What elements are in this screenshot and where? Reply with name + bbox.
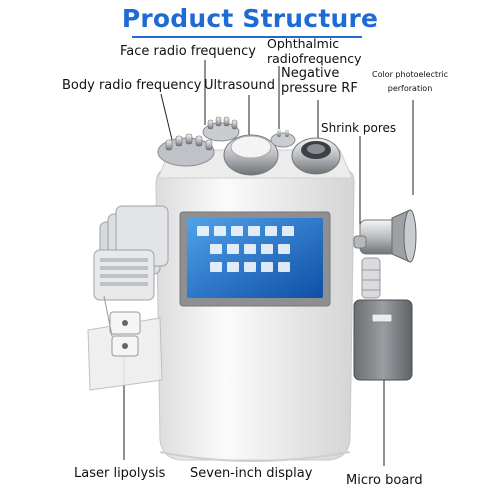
page-title: Product Structure — [121, 4, 379, 33]
label-ultrasound: Ultrasound — [204, 78, 275, 93]
label-body-rf: Body radio frequency — [62, 78, 202, 93]
title-underline — [132, 36, 362, 38]
label-ophthalmic-line2: radiofrequency — [267, 51, 362, 66]
label-ophthalmic-rf: Ophthalmic radiofrequency — [267, 36, 362, 66]
label-color-line1: Color photoelectric — [372, 70, 449, 79]
micro-board-pad — [353, 299, 413, 381]
label-negative-line2: pressure RF — [281, 81, 358, 96]
label-laser-lipolysis: Laser lipolysis — [74, 466, 166, 481]
label-negative-pressure-rf: Negative pressure RF — [281, 66, 358, 96]
label-seven-inch-display: Seven-inch display — [190, 466, 313, 481]
laser-lipolysis-pads — [87, 205, 169, 391]
body-rf-handpiece — [157, 133, 215, 167]
label-negative-line1: Negative — [281, 66, 340, 81]
ophthalmic-rf-handpiece — [270, 129, 296, 148]
label-shrink-pores: Shrink pores — [321, 121, 397, 135]
face-rf-handpiece — [202, 116, 240, 142]
seven-inch-display-screen — [187, 218, 323, 298]
negative-pressure-rf-handpiece — [291, 137, 341, 175]
main-console — [155, 149, 355, 461]
label-face-rf: Face radio frequency — [120, 44, 256, 59]
label-color-photoelectric: Color photoelectric perforation — [372, 68, 448, 96]
ultrasound-handpiece — [223, 134, 279, 176]
label-micro-board: Micro board — [346, 473, 423, 488]
leader-body — [160, 93, 175, 149]
label-ophthalmic-line1: Ophthalmic — [267, 36, 340, 51]
label-color-line2: perforation — [387, 84, 433, 93]
photoelectric-handpiece — [353, 209, 417, 299]
